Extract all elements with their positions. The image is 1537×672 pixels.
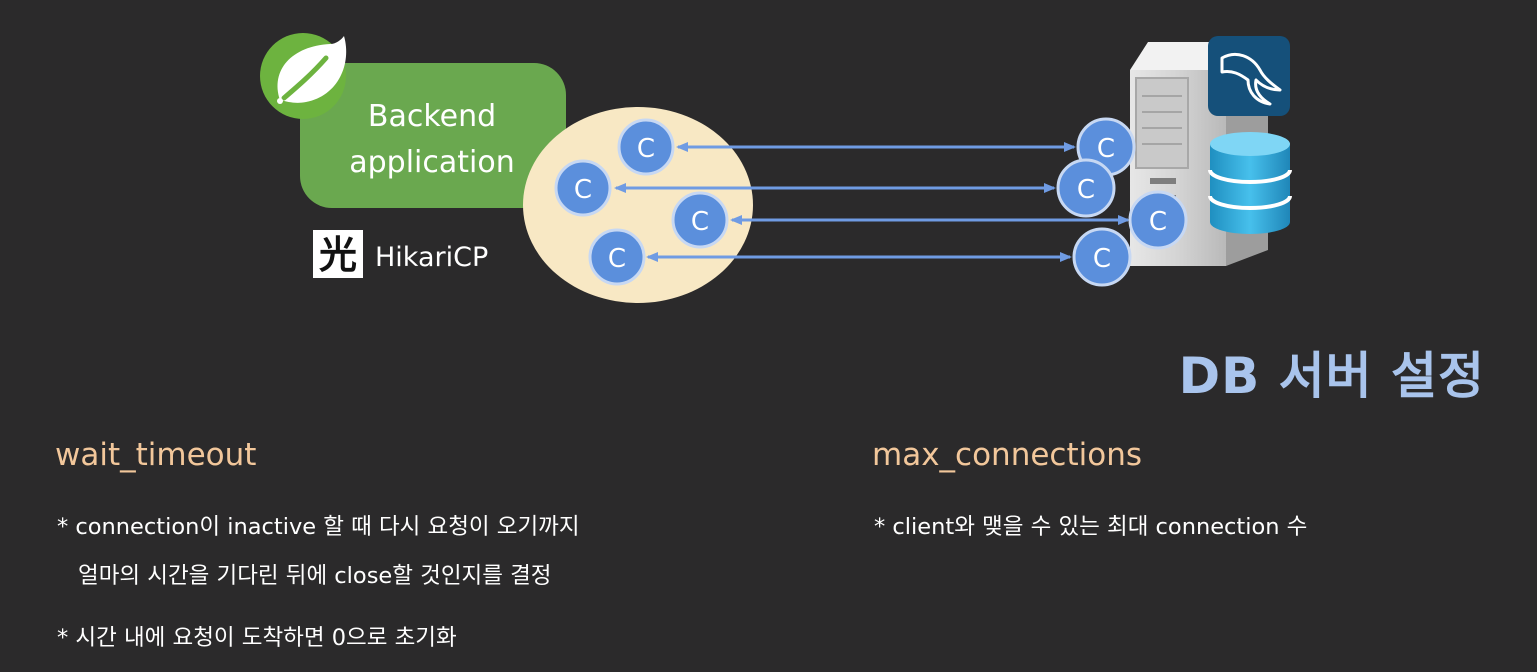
db-connection: C — [1128, 190, 1188, 250]
spring-leaf-icon — [260, 33, 347, 119]
pool-connection: C — [588, 228, 646, 286]
db-connection: C — [1056, 158, 1116, 218]
pool-connection: C — [671, 191, 729, 249]
svg-text:C: C — [1097, 134, 1115, 164]
wait-timeout-description-line2: 얼마의 시간을 기다린 뒤에 close할 것인지를 결정 — [78, 563, 552, 589]
max-connections-heading: max_connections — [872, 437, 1142, 473]
connection-pool-diagram: Backend application 光 HikariCP — [260, 33, 1292, 303]
svg-text:C: C — [608, 244, 626, 274]
svg-text:C: C — [1093, 244, 1111, 274]
pool-connection: C — [617, 118, 675, 176]
hikaricp-label: HikariCP — [375, 242, 488, 273]
pool-connection: C — [554, 159, 612, 217]
wait-timeout-reset-note: * 시간 내에 요청이 도착하면 0으로 초기화 — [57, 625, 457, 651]
page-title: DB 서버 설정 — [1178, 347, 1485, 405]
mysql-dolphin-icon — [1208, 36, 1290, 116]
db-connection: C — [1072, 227, 1132, 287]
wait-timeout-description-line1: * connection이 inactive 할 때 다시 요청이 오기까지 — [57, 514, 580, 540]
backend-application-box — [300, 63, 566, 208]
wait-timeout-heading: wait_timeout — [55, 437, 257, 473]
backend-label-line1: Backend — [368, 99, 496, 134]
svg-text:C: C — [574, 175, 592, 205]
max-connections-description: * client와 맺을 수 있는 최대 connection 수 — [874, 514, 1308, 540]
svg-text:C: C — [1077, 175, 1095, 205]
svg-text:C: C — [1149, 207, 1167, 237]
database-icon — [1208, 132, 1292, 234]
svg-text:C: C — [691, 207, 709, 237]
svg-text:C: C — [637, 134, 655, 164]
backend-label-line2: application — [349, 145, 514, 180]
svg-text:光: 光 — [319, 233, 357, 277]
hikaricp-logo: 光 — [313, 230, 363, 278]
